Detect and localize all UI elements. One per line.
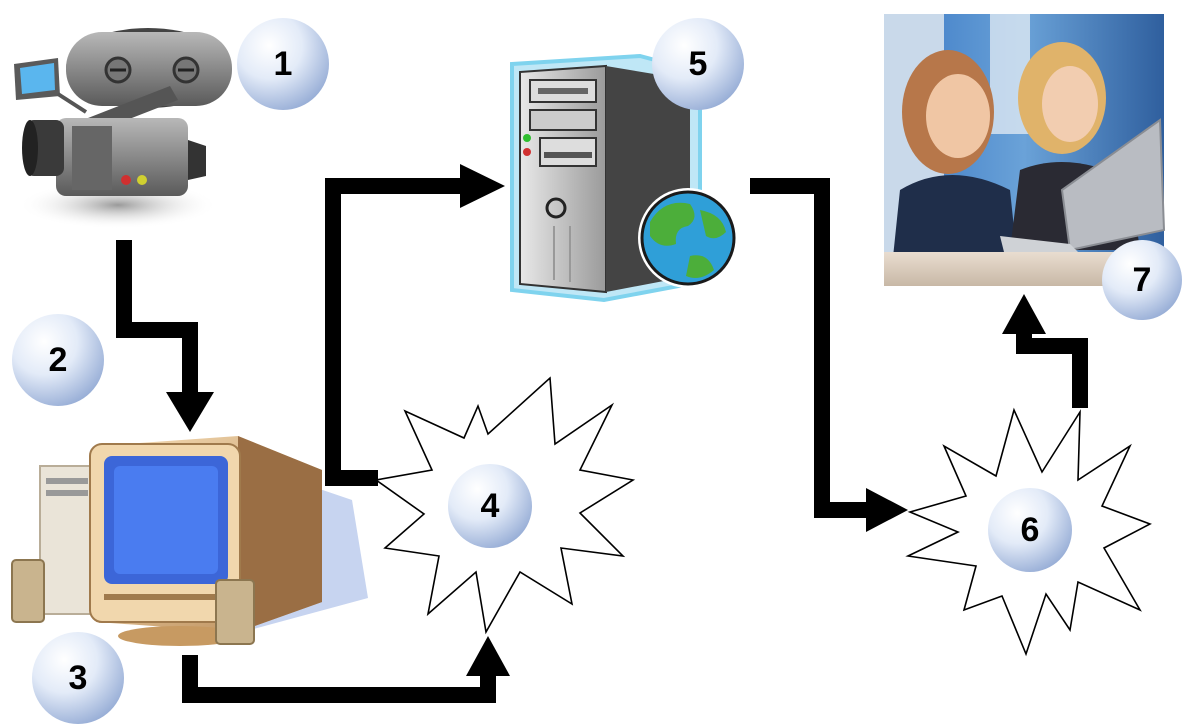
arrow-camera-to-computer	[116, 240, 214, 432]
video-camera-icon	[14, 28, 232, 229]
arrow-computer-to-burst4	[182, 636, 510, 703]
arrow-burst4-to-server	[325, 164, 505, 486]
step-badge-2: 2	[12, 314, 104, 406]
step-number: 3	[69, 659, 88, 697]
step-badge-1: 1	[237, 18, 329, 110]
step-number: 6	[1021, 511, 1040, 549]
step-badge-6: 6	[988, 488, 1072, 572]
step-number: 2	[49, 341, 68, 379]
step-badge-7: 7	[1102, 240, 1182, 320]
step-badge-4: 4	[448, 464, 532, 548]
step-number: 5	[689, 45, 708, 83]
desktop-computer-icon	[11, 436, 368, 646]
step-badge-5: 5	[652, 18, 744, 110]
step-number: 4	[481, 487, 500, 525]
web-server-icon	[510, 53, 738, 303]
arrow-server-to-burst6	[750, 178, 908, 532]
students-laptop-photo	[884, 14, 1166, 286]
arrow-burst6-to-photo	[1002, 294, 1088, 408]
step-number: 1	[274, 45, 293, 83]
step-badge-3: 3	[32, 632, 124, 724]
step-number: 7	[1133, 261, 1152, 299]
